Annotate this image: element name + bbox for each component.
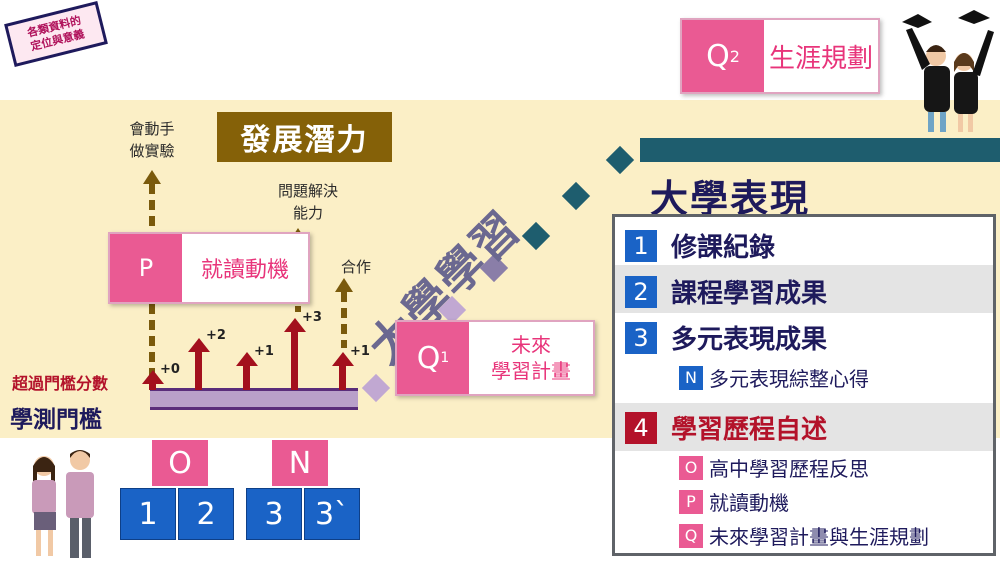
cooperation-label: 合作 [340, 258, 371, 276]
item-number: 1 [625, 229, 657, 262]
number-box-3-prime: 3` [304, 488, 360, 540]
n-code-box: N [272, 440, 328, 486]
red-arrow-stem [291, 330, 298, 390]
score-label: +1 [254, 344, 274, 359]
dashed-arrow-stem [149, 184, 155, 232]
panel-row-bg [615, 403, 993, 451]
dashed-arrow-head [335, 278, 353, 292]
red-arrow-head [188, 338, 210, 352]
red-arrow-head [236, 352, 258, 366]
panel-sub-p: P 就讀動機 [679, 487, 789, 516]
sub-text: 多元表現綜整心得 [709, 367, 869, 391]
sub-key: P [679, 489, 703, 514]
q2-letter: Q [706, 38, 730, 74]
sub-key: O [679, 455, 703, 480]
q2-text: 生涯規劃 [768, 43, 873, 74]
panel-sub-q: Q 未來學習計畫與生涯規劃 [679, 521, 929, 550]
graduates-illustration [902, 10, 994, 132]
item-text: 學習歷程自述 [671, 415, 828, 445]
above-threshold-label: 超過門檻分數 [12, 374, 109, 393]
red-arrow-stem [243, 364, 250, 390]
red-arrow-stem [149, 382, 156, 390]
sub-key: Q [679, 523, 703, 548]
item-text: 多元表現成果 [671, 325, 828, 355]
number-box-1: 1 [120, 488, 176, 540]
hands-on-label: 會動手 做實驗 [112, 118, 192, 162]
panel-item-2: 2 課程學習成果 [625, 273, 827, 310]
sub-text: 就讀動機 [709, 491, 789, 515]
q1-text-line2: 學習計畫 [491, 359, 571, 383]
exam-threshold-bar [150, 388, 358, 410]
dashed-arrow-head [143, 170, 161, 184]
red-arrow-stem [339, 364, 346, 390]
hands-on-line1: 會動手 [129, 120, 175, 138]
item-number: 3 [625, 321, 657, 354]
item-text: 修課紀錄 [671, 233, 776, 263]
item-number: 4 [625, 411, 657, 444]
score-label: +1 [350, 344, 370, 359]
exam-threshold-label: 學測門檻 [10, 407, 102, 433]
dashed-arrow-stem [149, 304, 155, 382]
red-arrow-stem [195, 350, 202, 390]
corner-tag: 各類資料的 定位與意義 [4, 1, 108, 67]
score-label: +0 [160, 362, 180, 377]
red-arrow-head [142, 370, 164, 384]
red-arrow-head [284, 318, 306, 332]
panel-item-1: 1 修課紀錄 [625, 227, 775, 264]
hands-on-line2: 做實驗 [129, 142, 175, 160]
p-key: P [110, 234, 182, 302]
problem-solving-label: 問題解決 能力 [258, 180, 358, 224]
red-arrow-head [332, 352, 354, 366]
p-motivation-box: P 就讀動機 [108, 232, 310, 304]
panel-row-bg [615, 265, 993, 313]
portfolio-items-panel: 1 修課紀錄 2 課程學習成果 3 多元表現成果 N 多元表現綜整心得 4 學習… [612, 214, 996, 556]
number-box-2: 2 [178, 488, 234, 540]
q1-text-line1: 未來 [511, 333, 551, 357]
panel-item-3: 3 多元表現成果 [625, 319, 827, 356]
sub-text: 未來學習計畫與生涯規劃 [709, 525, 929, 549]
item-number: 2 [625, 275, 657, 308]
university-performance-title: 大學表現 [650, 177, 811, 221]
panel-item-4: 4 學習歷程自述 [625, 409, 827, 446]
score-label: +2 [206, 328, 226, 343]
students-illustration [32, 450, 94, 558]
development-potential-label: 發展潛力 [217, 112, 392, 162]
university-performance-bar [640, 138, 1000, 162]
p-text: 就讀動機 [200, 258, 289, 283]
q1-letter: Q [416, 340, 441, 376]
panel-sub-n: N 多元表現綜整心得 [679, 363, 869, 392]
o-code-box: O [152, 440, 208, 486]
problem-line2: 能力 [292, 204, 323, 222]
problem-line1: 問題解決 [277, 182, 338, 200]
sub-text: 高中學習歷程反思 [709, 457, 869, 481]
score-label: +3 [302, 310, 322, 325]
number-box-3: 3 [246, 488, 302, 540]
q2-subscript: 2 [729, 46, 740, 66]
q1-subscript: 1 [440, 350, 450, 366]
item-text: 課程學習成果 [671, 279, 828, 309]
panel-sub-o: O 高中學習歷程反思 [679, 453, 869, 482]
dashed-arrow-stem [341, 292, 347, 348]
sub-key: N [679, 365, 703, 390]
q1-text: 未來 學習計畫 [469, 322, 593, 394]
